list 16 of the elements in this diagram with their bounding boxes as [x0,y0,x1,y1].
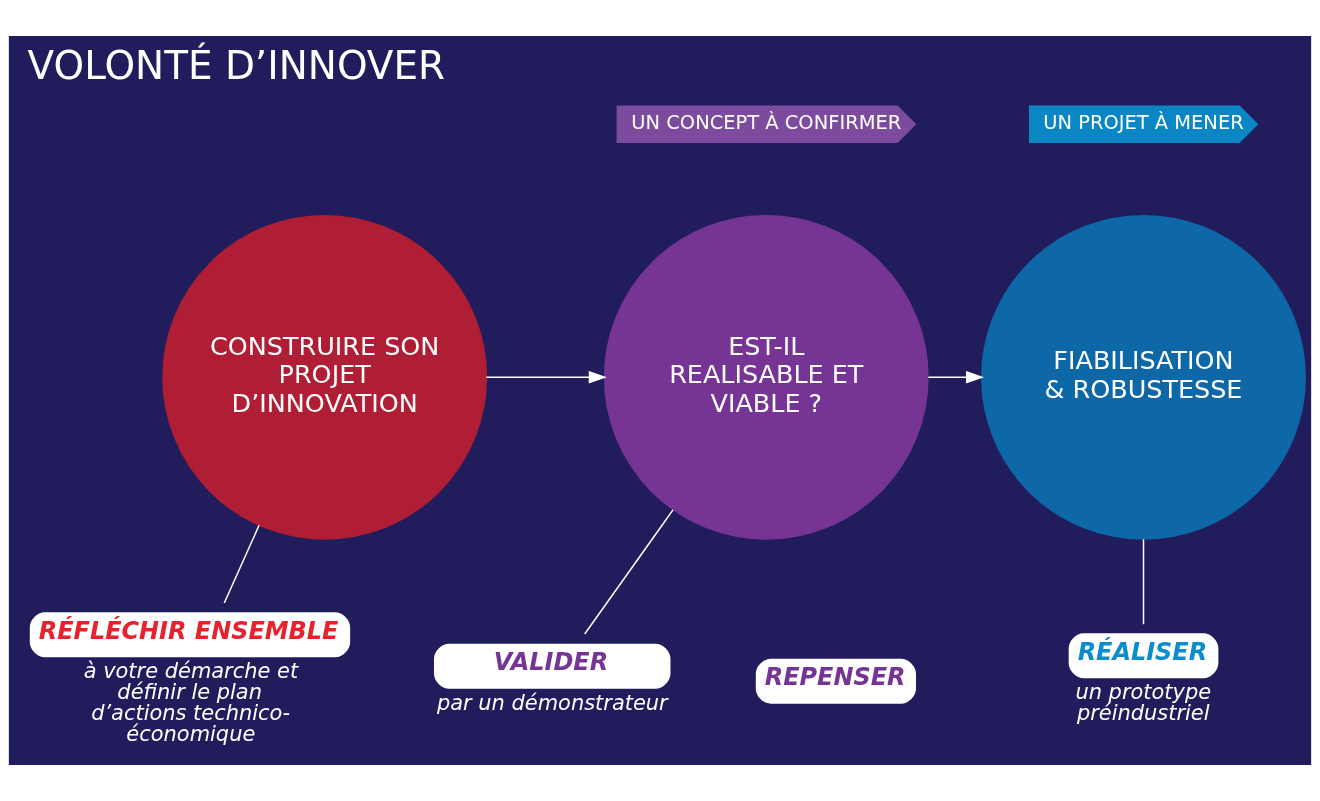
node-circle: FIABILISATION & ROBUSTESSE [981,214,1306,540]
node-box: VALIDER [433,643,671,689]
connector [583,509,674,635]
node-label: à votre démarche et définir le plan d’actions technico-économique [83,659,299,747]
arrow [927,371,984,384]
node-box: RÉFLÉCHIR ENSEMBLE [29,612,351,658]
connector [1142,538,1145,625]
diagram-title: VOLONTÉ D’INNOVER [27,43,446,89]
node-label: un prototype préindustriel [1075,680,1212,726]
node-circle: CONSTRUIRE SON PROJET D’INNOVATION [162,214,488,540]
arrow [485,371,607,384]
connector [223,524,260,604]
node-label: par un démonstrateur [436,690,668,715]
node-circle: EST-IL REALISABLE ET VIABLE ? [603,214,929,540]
node-box: REPENSER [755,658,916,704]
node-box: RÉALISER [1068,633,1219,679]
